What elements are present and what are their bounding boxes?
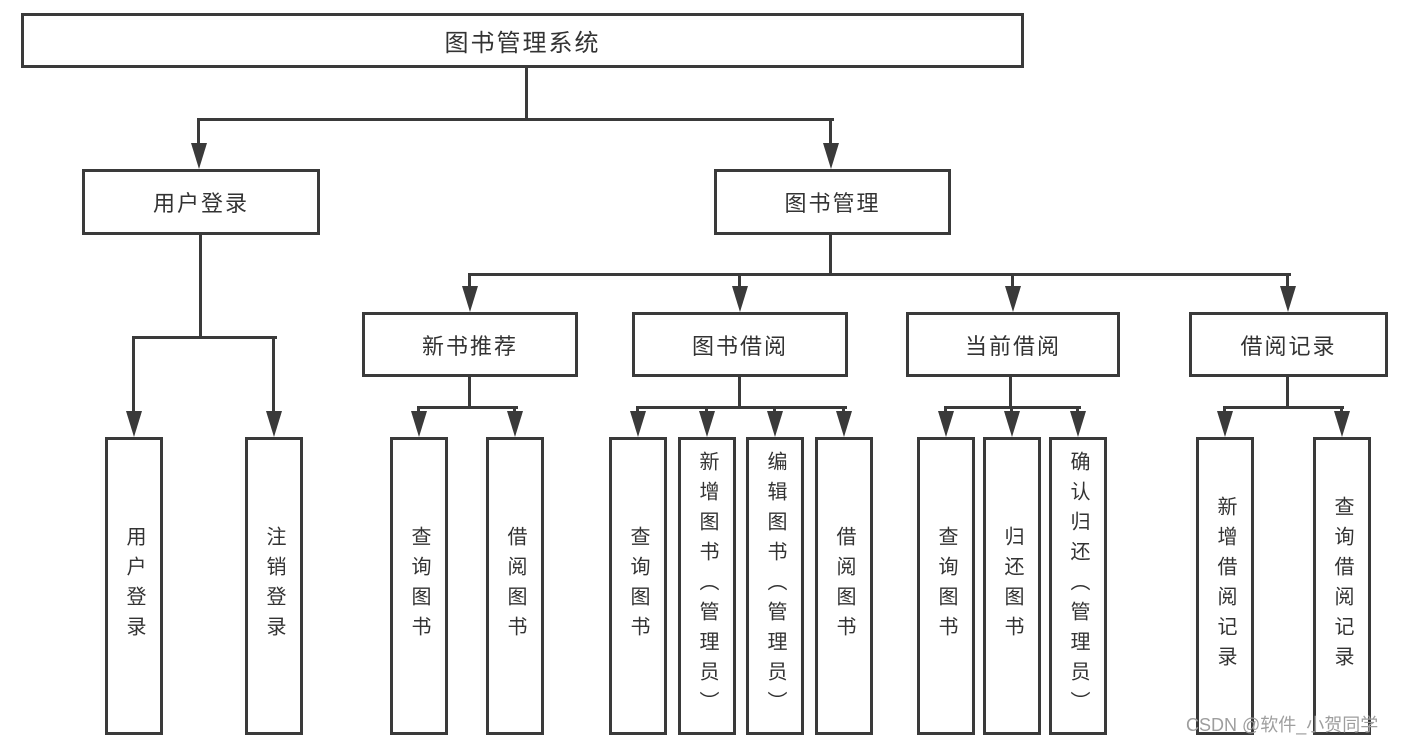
leaf-add-books-admin: 新增图书（管理员） [678,437,736,735]
arrowhead-confirm-return [1070,411,1086,437]
node-new-book-recommend: 新书推荐 [362,312,578,377]
node-user-login-label: 用户登录 [152,191,249,216]
arrowhead-book-management [823,143,839,169]
node-book-management-label: 图书管理 [784,191,881,216]
leaf-logout: 注销登录 [245,437,303,735]
leaf-user-login-label: 用户登录 [123,526,145,646]
arrowhead-edit-books [767,411,783,437]
arrowhead-user-login [191,143,207,169]
node-current-borrow: 当前借阅 [906,312,1120,377]
arrowhead-borrow-books-2 [836,411,852,437]
arrowhead-borrow-books-1 [507,411,523,437]
arrowhead-query-books-1 [411,411,427,437]
arrowhead-borrow-records [1280,286,1296,312]
edge-drop-query-borrow-record [1340,406,1343,414]
arrowhead-new-book-recommend [462,286,478,312]
leaf-edit-books-admin: 编辑图书（管理员） [746,437,804,735]
leaf-logout-label: 注销登录 [263,526,285,646]
node-borrow-records: 借阅记录 [1189,312,1388,377]
arrowhead-leaf-logout [266,411,282,437]
edge-drop-borrow-books-1 [513,406,516,414]
arrowhead-current-borrow [1005,286,1021,312]
leaf-return-books-label: 归还图书 [1001,526,1023,646]
node-borrow-records-label: 借阅记录 [1240,333,1337,359]
arrowhead-leaf-user-login [126,411,142,437]
edge-book-management-stem [829,235,832,276]
node-user-login: 用户登录 [82,169,320,235]
edge-current-borrow-stem [1009,376,1012,409]
edge-drop-book-borrow [738,273,741,289]
edge-borrow-records-bar [1223,406,1344,409]
leaf-borrow-books: 借阅图书 [815,437,873,735]
csdn-watermark: CSDN @软件_小贺同学 [1186,715,1379,735]
edge-drop-borrow-books-2 [842,406,845,414]
node-book-borrow-label: 图书借阅 [691,333,788,359]
leaf-borrow-books-recommend-label: 借阅图书 [504,526,526,646]
leaf-query-books-current: 查询图书 [917,437,975,735]
node-book-management: 图书管理 [714,169,951,235]
arrowhead-book-borrow [732,286,748,312]
arrowhead-query-books-2 [630,411,646,437]
node-root: 图书管理系统 [21,13,1024,68]
leaf-return-books: 归还图书 [983,437,1041,735]
edge-new-book-recommend-bar [417,406,518,409]
leaf-query-borrow-record: 查询借阅记录 [1313,437,1371,735]
edge-book-borrow-bar [636,406,847,409]
edge-root-drop-user-login [197,118,200,146]
edge-drop-leaf-user-login [132,336,135,414]
edge-root-stem [525,68,528,121]
edge-drop-query-books-2 [636,406,639,414]
arrowhead-return-books [1004,411,1020,437]
edge-root-drop-book-management [829,118,832,146]
edge-drop-edit-books [773,406,776,414]
node-new-book-recommend-label: 新书推荐 [421,333,518,359]
edge-drop-query-books-1 [417,406,420,414]
arrowhead-add-borrow-record [1217,411,1233,437]
node-book-borrow: 图书借阅 [632,312,848,377]
edge-user-login-bar [132,336,277,339]
leaf-user-login: 用户登录 [105,437,163,735]
leaf-confirm-return-admin-label: 确认归还（管理员） [1067,451,1089,721]
edge-user-login-stem [199,235,202,339]
edge-drop-borrow-records [1286,273,1289,289]
edge-root-bar [197,118,834,121]
leaf-query-books-borrow: 查询图书 [609,437,667,735]
arrowhead-query-borrow-record [1334,411,1350,437]
leaf-add-borrow-record-label: 新增借阅记录 [1214,496,1236,676]
leaf-add-borrow-record: 新增借阅记录 [1196,437,1254,735]
leaf-query-books-recommend-label: 查询图书 [408,526,430,646]
edge-drop-new-book-recommend [468,273,471,289]
leaf-confirm-return-admin: 确认归还（管理员） [1049,437,1107,735]
edge-book-management-bar [468,273,1291,276]
leaf-add-books-admin-label: 新增图书（管理员） [696,451,718,721]
leaf-edit-books-admin-label: 编辑图书（管理员） [764,451,786,721]
edge-borrow-records-stem [1286,376,1289,409]
leaf-query-books-current-label: 查询图书 [935,526,957,646]
edge-drop-confirm-return [1076,406,1079,414]
edge-drop-query-books-3 [944,406,947,414]
edge-drop-leaf-logout [272,336,275,414]
leaf-borrow-books-label: 借阅图书 [833,526,855,646]
edge-drop-add-borrow-record [1223,406,1226,414]
leaf-borrow-books-recommend: 借阅图书 [486,437,544,735]
arrowhead-add-books [699,411,715,437]
leaf-query-books-borrow-label: 查询图书 [627,526,649,646]
edge-drop-current-borrow [1011,273,1014,289]
node-root-label: 图书管理系统 [444,30,601,57]
edge-book-borrow-stem [738,376,741,409]
leaf-query-books-recommend: 查询图书 [390,437,448,735]
edge-new-book-recommend-stem [468,376,471,409]
node-current-borrow-label: 当前借阅 [964,333,1061,359]
arrowhead-query-books-3 [938,411,954,437]
edge-drop-add-books [705,406,708,414]
edge-drop-return-books [1010,406,1013,414]
leaf-query-borrow-record-label: 查询借阅记录 [1331,496,1353,676]
